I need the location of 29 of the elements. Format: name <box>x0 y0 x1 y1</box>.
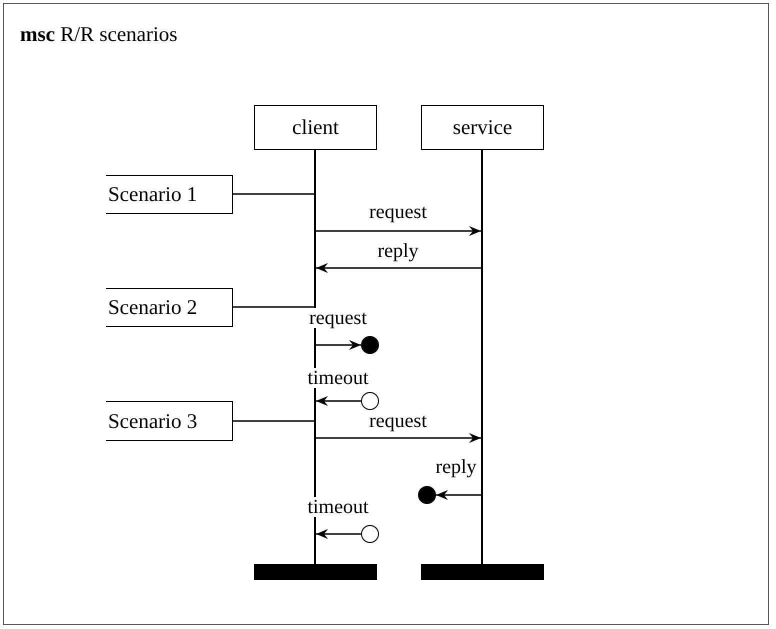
scenario-box: Scenario 2 <box>106 288 233 327</box>
connector-line <box>233 306 314 308</box>
instance-box: service <box>421 105 544 150</box>
scenario-box: Scenario 1 <box>106 175 233 214</box>
lifeline <box>481 150 483 565</box>
message-label: timeout <box>306 368 370 388</box>
message-arrow <box>316 340 361 350</box>
timer-circle <box>361 525 379 543</box>
message-arrow <box>316 226 481 236</box>
message-arrow <box>316 529 361 539</box>
message-arrow <box>316 396 361 406</box>
message-arrow <box>436 490 481 500</box>
lifeline <box>314 150 316 565</box>
instance-box: client <box>254 105 377 150</box>
connector-line <box>233 420 314 422</box>
message-arrow <box>316 433 481 443</box>
scenario-box: Scenario 3 <box>106 401 233 441</box>
timer-circle <box>361 392 379 410</box>
message-label: reply <box>376 241 420 261</box>
lost-message-dot <box>361 336 379 354</box>
message-label: request <box>308 308 368 328</box>
connector-line <box>233 193 314 195</box>
message-label: timeout <box>306 497 370 517</box>
end-bar <box>421 564 544 580</box>
diagram-title: msc R/R scenarios <box>20 22 178 47</box>
lost-message-dot <box>418 486 436 504</box>
end-bar <box>254 564 377 580</box>
message-arrow <box>316 263 481 273</box>
message-label: reply <box>434 457 478 477</box>
